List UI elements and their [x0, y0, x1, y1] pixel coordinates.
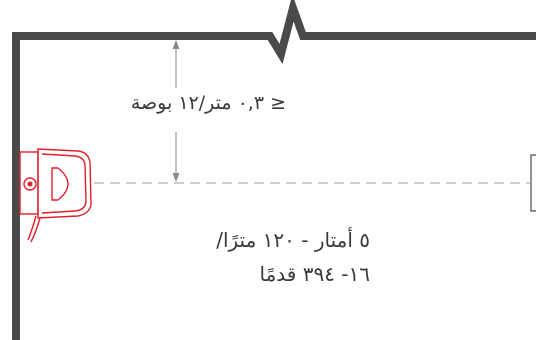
- device-cable: [30, 217, 41, 243]
- lens-icon: [23, 177, 37, 191]
- device-housing: [37, 148, 92, 219]
- arrow-up-icon: [172, 40, 180, 49]
- reflector: [530, 154, 536, 212]
- lens-window: [51, 167, 69, 201]
- range-label-line-2: ١٦- ٣٩٤ قدمًا: [259, 262, 370, 286]
- room-wall: [12, 0, 536, 340]
- arrow-down-icon: [172, 173, 180, 182]
- detector-device: [19, 148, 92, 243]
- device-cable: [27, 215, 37, 241]
- range-label-line-1: ٥ أمتار - ١٢٠ مترًا/: [216, 228, 370, 252]
- device-housing-inner: [41, 153, 87, 214]
- clearance-label: ≤ ٠,٣ متر/١٢ بوصة: [130, 92, 286, 114]
- lens-center-icon: [27, 181, 33, 187]
- clearance-dimension: [172, 40, 180, 182]
